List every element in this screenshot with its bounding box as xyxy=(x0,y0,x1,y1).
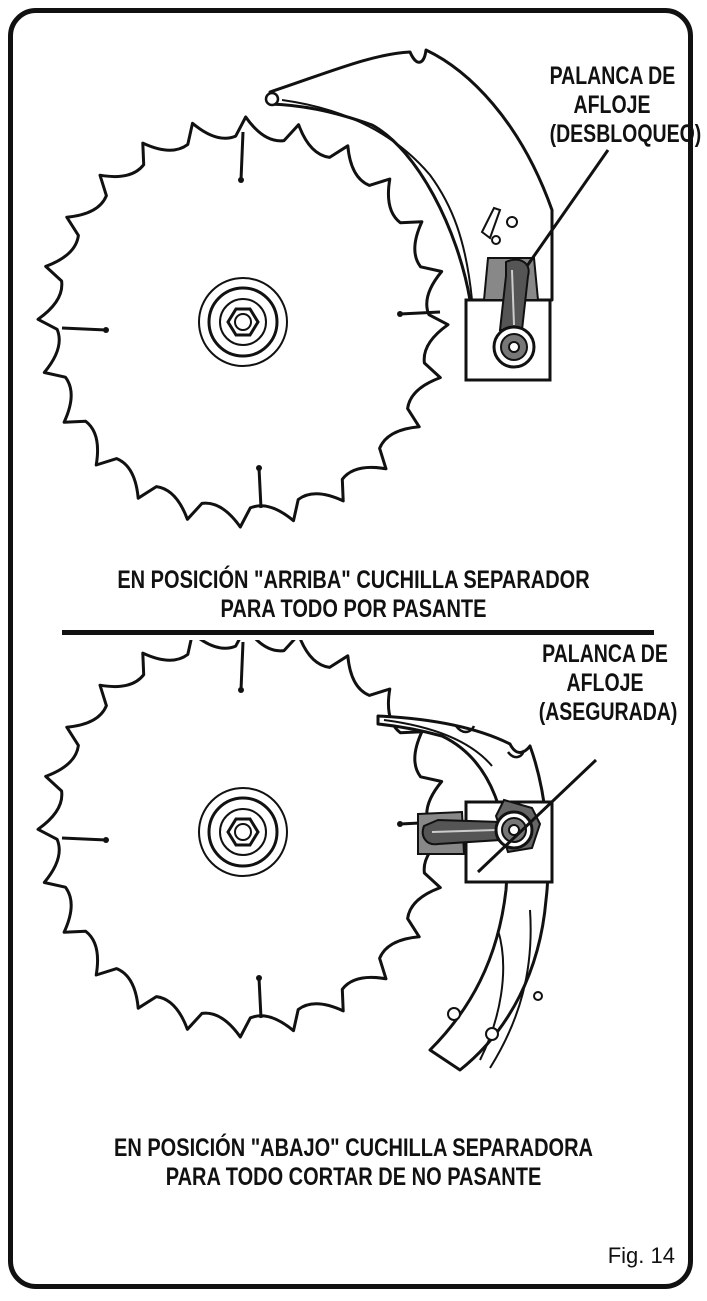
callout-line: (ASEGURADA) xyxy=(538,698,678,726)
riving-knife-up xyxy=(264,48,554,302)
lever-callout-locked: PALANCA DE AFLOJE (ASEGURADA) xyxy=(538,640,678,727)
lever-callout-unlocked: PALANCA DE AFLOJE (DESBLOQUEO) xyxy=(549,62,702,149)
figure-frame xyxy=(8,8,693,1289)
callout-line: (DESBLOQUEO) xyxy=(549,120,702,148)
callout-line: PALANCA DE xyxy=(549,62,676,90)
callout-line: PALANCA DE xyxy=(542,640,668,668)
bottom-panel: PALANCA DE AFLOJE (ASEGURADA) EN POSICIÓ… xyxy=(0,640,707,1301)
callout-leader-top xyxy=(525,149,610,267)
callout-line: AFLOJE xyxy=(573,91,651,119)
callout-leader-bottom xyxy=(476,758,598,874)
section-divider xyxy=(62,630,654,635)
saw-blade-up-illustration xyxy=(36,48,610,529)
caption-up-position: EN POSICIÓN "ARRIBA" CUCHILLA SEPARADOR … xyxy=(0,566,707,624)
figure-label: Fig. 14 xyxy=(607,1243,675,1268)
caption-line: EN POSICIÓN "ABAJO" CUCHILLA SEPARADORA xyxy=(113,1134,593,1162)
saw-blade-down-illustration xyxy=(36,640,598,1072)
caption-down-position: EN POSICIÓN "ABAJO" CUCHILLA SEPARADORA … xyxy=(0,1134,707,1192)
caption-line: EN POSICIÓN "ARRIBA" CUCHILLA SEPARADOR xyxy=(117,566,590,594)
top-panel: PALANCA DE AFLOJE (DESBLOQUEO) EN POSICI… xyxy=(0,0,707,630)
callout-line: AFLOJE xyxy=(566,669,644,697)
saw-blade-bottom xyxy=(36,640,450,1039)
release-lever-locked xyxy=(417,798,554,884)
caption-line: PARA TODO CORTAR DE NO PASANTE xyxy=(165,1163,542,1191)
saw-blade-top xyxy=(36,115,450,529)
caption-line: PARA TODO POR PASANTE xyxy=(220,595,487,623)
release-lever-unlocked xyxy=(464,257,552,382)
